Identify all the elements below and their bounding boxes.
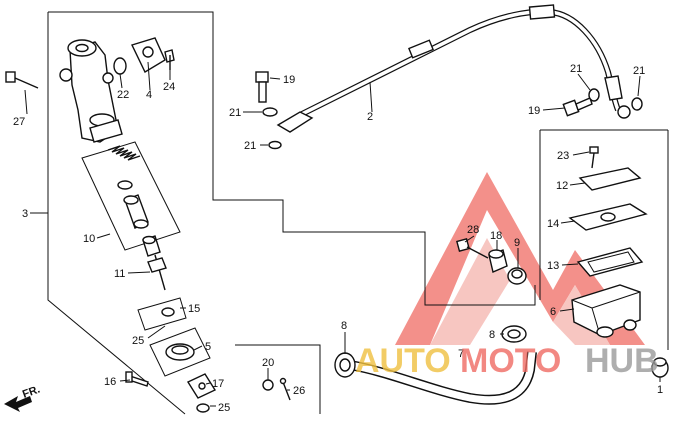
callout-22: 22 — [117, 89, 129, 101]
collar-18 — [488, 249, 508, 273]
cotter-pin-26 — [279, 377, 291, 401]
callout-19-right: 19 — [528, 105, 540, 117]
clevis-joint — [186, 373, 217, 413]
callout-3: 3 — [22, 208, 28, 220]
callout-25-b: 25 — [218, 402, 230, 414]
master-cylinder-body — [59, 39, 123, 143]
callout-8-upper: 8 — [489, 329, 495, 341]
banjo-bolt-left — [255, 71, 282, 150]
push-rod — [142, 235, 167, 291]
washer-20 — [262, 379, 274, 391]
callout-20: 20 — [262, 357, 274, 369]
bolt-27 — [5, 71, 39, 89]
piston — [123, 194, 149, 229]
reservoir-cap — [578, 167, 642, 191]
watermark-hub: HUB — [585, 342, 659, 380]
bolt-28 — [456, 238, 489, 259]
watermark-auto: AUTO — [355, 342, 451, 380]
callout-9: 9 — [514, 237, 520, 249]
reservoir-cap-bolt — [589, 146, 599, 169]
callout-1: 1 — [657, 384, 663, 396]
callout-6: 6 — [550, 306, 556, 318]
callout-25-a: 25 — [132, 335, 144, 347]
callout-5: 5 — [205, 341, 211, 353]
boot-box — [137, 297, 187, 331]
reservoir-body — [571, 284, 641, 338]
callout-17: 17 — [212, 378, 224, 390]
callout-21-c: 21 — [570, 63, 582, 75]
watermark-text: AUTO MOTO HUB — [355, 342, 659, 380]
callout-15: 15 — [188, 303, 200, 315]
callout-14: 14 — [547, 218, 559, 230]
callout-26-a: 26 — [293, 385, 305, 397]
callout-labels: 1 2 3 4 5 6 7 8 8 9 10 11 12 13 14 15 16… — [13, 63, 663, 414]
brake-hose — [276, 4, 631, 133]
callout-18: 18 — [490, 230, 502, 242]
master-cylinder-group-outline — [30, 11, 669, 415]
reservoir-diaphragm-plate — [568, 203, 648, 231]
leader-lines — [24, 61, 661, 407]
front-direction-arrow: FR. — [4, 383, 42, 412]
callout-8-lower: 8 — [341, 320, 347, 332]
callout-28: 28 — [467, 224, 479, 236]
hose-clip-lower — [334, 352, 356, 378]
callout-12: 12 — [556, 180, 568, 192]
callout-24: 24 — [163, 81, 175, 93]
callout-7: 7 — [458, 348, 464, 360]
callout-21-d: 21 — [633, 65, 645, 77]
banjo-bolt-right — [562, 88, 643, 117]
grommet-9 — [507, 267, 527, 285]
cap-bracket — [113, 37, 175, 75]
callout-21-b: 21 — [244, 140, 256, 152]
boot — [149, 327, 211, 377]
callout-19-left: 19 — [283, 74, 295, 86]
callout-4: 4 — [146, 89, 152, 101]
front-label: FR. — [21, 383, 42, 400]
spring — [107, 145, 141, 190]
callout-2: 2 — [367, 111, 373, 123]
callout-21-a: 21 — [229, 107, 241, 119]
callout-11: 11 — [114, 268, 125, 280]
callout-13: 13 — [547, 260, 559, 272]
hose-clip-upper — [501, 325, 527, 343]
reservoir-diaphragm — [576, 247, 644, 277]
callout-27: 27 — [13, 116, 25, 128]
callout-23: 23 — [557, 150, 569, 162]
callout-10: 10 — [83, 233, 95, 245]
callout-16: 16 — [104, 376, 116, 388]
watermark-moto: MOTO — [460, 342, 561, 380]
reservoir-hose — [349, 351, 537, 405]
bolt-16 — [125, 371, 149, 387]
